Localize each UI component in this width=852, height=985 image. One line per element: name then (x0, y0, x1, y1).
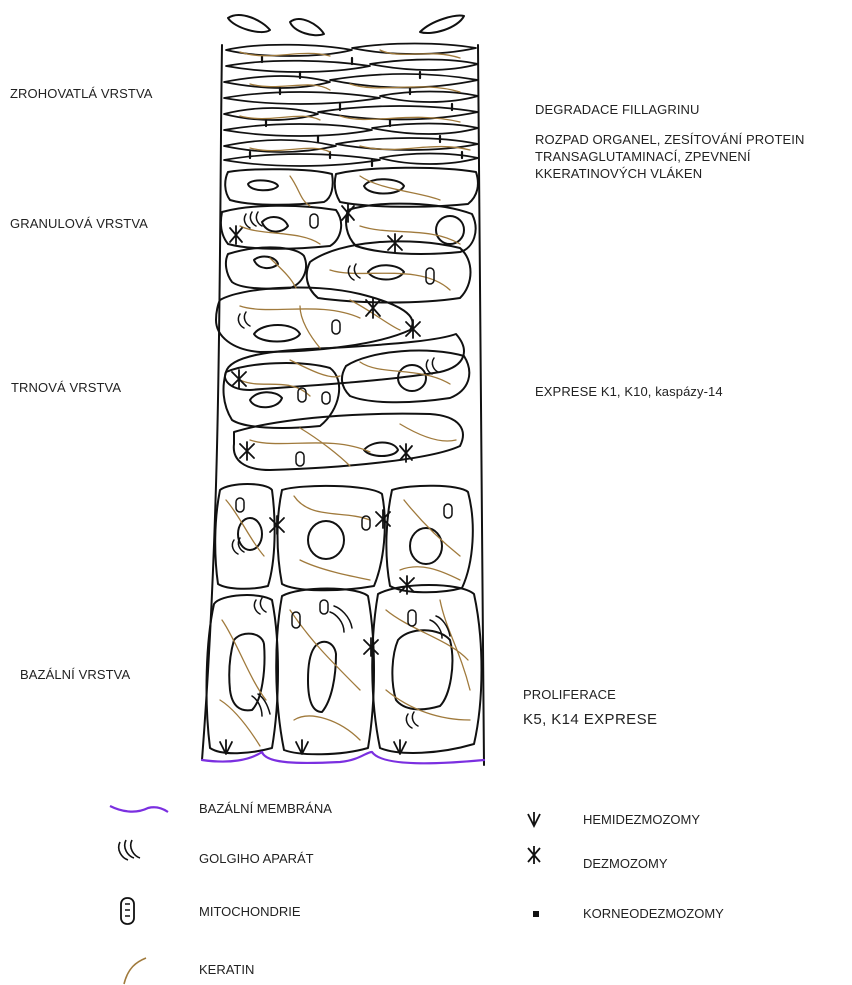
note-basale-expression: K5, K14 EXPRESE (523, 711, 657, 728)
note-fillagrin-degradation: DEGRADACE FILLAGRINU (535, 102, 700, 117)
legend-golgi-icon (119, 840, 140, 860)
layer-label-basale: BAZÁLNÍ VRSTVA (20, 667, 130, 682)
note-corneum-line-3: TRANSAGLUTAMINACÍ, ZPEVNENÍ (535, 148, 751, 165)
shed-corneocyte (290, 19, 324, 35)
layer-label-spinosum: TRNOVÁ VRSTVA (11, 380, 121, 395)
legend-hemidesmosomes-label: HEMIDEZMOZOMY (583, 812, 700, 827)
legend-hemidesmosome-icon (528, 812, 540, 826)
legend-golgi-label: GOLGIHO APARÁT (199, 851, 314, 866)
note-proliferation: PROLIFERACE (523, 687, 616, 702)
legend-keratin-icon (124, 958, 146, 984)
legend-corneodesmosome-icon (533, 911, 539, 917)
legend-desmosome-icon (528, 846, 540, 864)
stratum-spinosum-cells (216, 287, 469, 470)
keratin-filaments (220, 176, 470, 746)
suprabasal-cells (215, 484, 473, 592)
layer-label-corneum: ZROHOVATLÁ VRSTVA (10, 86, 153, 101)
left-boundary-line (202, 45, 222, 760)
note-corneum-line-2: ROZPAD ORGANEL, ZESÍTOVÁNÍ PROTEIN (535, 131, 804, 148)
shed-corneocyte (420, 16, 464, 33)
note-corneum-line-4: KKERATINOVÝCH VLÁKEN (535, 165, 702, 182)
legend-corneodesmosomes-label: KORNEODEZMOZOMY (583, 906, 724, 921)
layer-label-granulosum: GRANULOVÁ VRSTVA (10, 216, 148, 231)
legend-basement-membrane-icon (110, 806, 168, 812)
legend-keratin-label: KERATIN (199, 962, 254, 977)
note-spinosum-expression: EXPRESE K1, K10, kaspázy-14 (535, 384, 723, 399)
shed-corneocyte (228, 15, 270, 32)
legend-desmosomes-label: DEZMOZOMY (583, 856, 668, 871)
legend-basement-membrane-label: BAZÁLNÍ MEMBRÁNA (199, 801, 332, 816)
legend-mitochondria-icon (121, 898, 134, 924)
legend-mitochondria-label: MITOCHONDRIE (199, 904, 301, 919)
